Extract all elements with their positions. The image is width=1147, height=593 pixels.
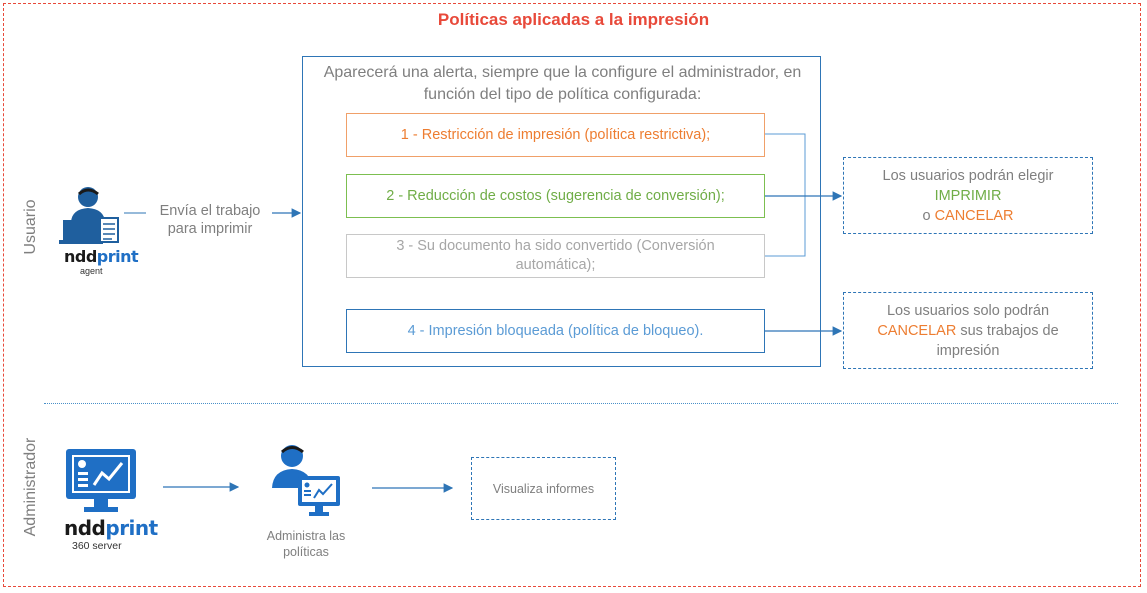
result-text: Los usuarios solo podrán CANCELAR sus tr… (850, 301, 1086, 361)
view-reports-box: Visualiza informes (471, 457, 616, 520)
policy-auto-conversion: 3 - Su documento ha sido convertido (Con… (346, 234, 765, 278)
nddprint-agent-logo: nddprint (64, 247, 139, 266)
option-cancelar: CANCELAR (934, 207, 1014, 224)
result-print-or-cancel: Los usuarios podrán elegir IMPRIMIR o CA… (843, 157, 1093, 234)
result-text: Los usuarios podrán elegir IMPRIMIR o CA… (850, 166, 1086, 226)
result-text-post: sus trabajos de impresión (936, 322, 1059, 359)
result-text-mid: o (922, 207, 935, 224)
logo-print-text: print (96, 247, 139, 266)
alert-container (302, 56, 821, 367)
option-imprimir: IMPRIMIR (934, 187, 1002, 204)
policy-label: 4 - Impresión bloqueada (política de blo… (407, 322, 704, 339)
alert-description: Aparecerá una alerta, siempre que la con… (323, 64, 802, 103)
user-laptop-icon (59, 187, 119, 244)
result-cancel-only: Los usuarios solo podrán CANCELAR sus tr… (843, 292, 1093, 369)
manage-policies-text: Administra las políticas (266, 529, 346, 559)
result-text-pre: Los usuarios podrán elegir (882, 167, 1054, 184)
option-cancelar: CANCELAR (877, 322, 957, 339)
logo-ndd-text: ndd (64, 247, 97, 266)
policy-label: 2 - Reducción de costos (sugerencia de c… (386, 187, 725, 204)
logo-ndd-text: ndd (64, 516, 106, 540)
diagram-title: Políticas aplicadas a la impresión (437, 10, 710, 29)
nddprint-server-logo: nddprint (64, 516, 158, 540)
send-job-text: Envía el trabajo para imprimir (159, 203, 261, 237)
policy-cost-reduction: 2 - Reducción de costos (sugerencia de c… (346, 174, 765, 218)
logo-print-text: print (105, 516, 158, 540)
logo-server-caption: 360 server (72, 540, 122, 552)
policy-label: 3 - Su documento ha sido convertido (Con… (396, 238, 715, 273)
logo-agent-caption: agent (80, 266, 103, 276)
result-text-pre: Los usuarios solo podrán (886, 302, 1050, 319)
policy-blocked: 4 - Impresión bloqueada (política de blo… (346, 309, 765, 353)
admin-person-icon (272, 445, 340, 516)
policy-restrictive: 1 - Restricción de impresión (política r… (346, 113, 765, 157)
view-reports-text: Visualiza informes (492, 481, 595, 496)
policy-label: 1 - Restricción de impresión (política r… (400, 126, 711, 143)
diagram-frame (3, 3, 1141, 587)
lane-divider (44, 403, 1118, 404)
server-monitor-icon (66, 449, 136, 512)
